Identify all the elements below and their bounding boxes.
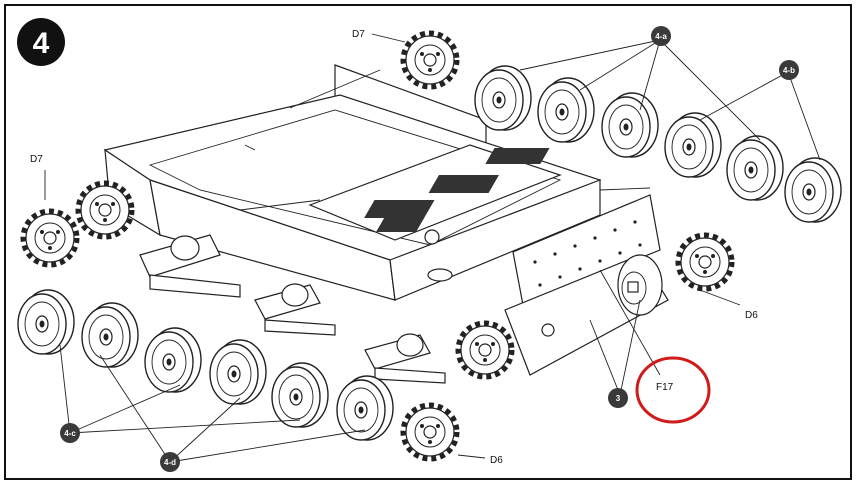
hull-body bbox=[103, 64, 602, 301]
svg-text:4-a: 4-a bbox=[655, 32, 667, 41]
roadwheels-left-set bbox=[17, 289, 394, 441]
side-armor-plate-f17 bbox=[512, 194, 661, 306]
step-number-badge: 4 bbox=[17, 18, 65, 66]
step-number: 4 bbox=[33, 27, 50, 60]
svg-text:4-b: 4-b bbox=[783, 66, 795, 75]
callout-f17: F17 bbox=[656, 382, 674, 393]
suspension-units bbox=[139, 234, 446, 384]
svg-text:3: 3 bbox=[616, 394, 621, 403]
badge-4b: 4-b bbox=[779, 60, 799, 80]
callout-d6-bottom: D6 bbox=[490, 455, 503, 466]
leader-lines bbox=[44, 33, 821, 463]
final-drive-housing bbox=[504, 254, 669, 376]
callout-d7-top: D7 bbox=[352, 29, 365, 40]
badge-3: 3 bbox=[608, 388, 628, 408]
highlight-circle bbox=[635, 356, 711, 424]
svg-text:4-d: 4-d bbox=[164, 458, 176, 467]
svg-text:4-c: 4-c bbox=[64, 429, 76, 438]
badge-4a: 4-a bbox=[651, 26, 671, 46]
badge-4d: 4-d bbox=[160, 452, 180, 472]
callout-d6-right: D6 bbox=[745, 310, 758, 321]
callout-d7-left: D7 bbox=[30, 154, 43, 165]
badge-4c: 4-c bbox=[60, 423, 80, 443]
